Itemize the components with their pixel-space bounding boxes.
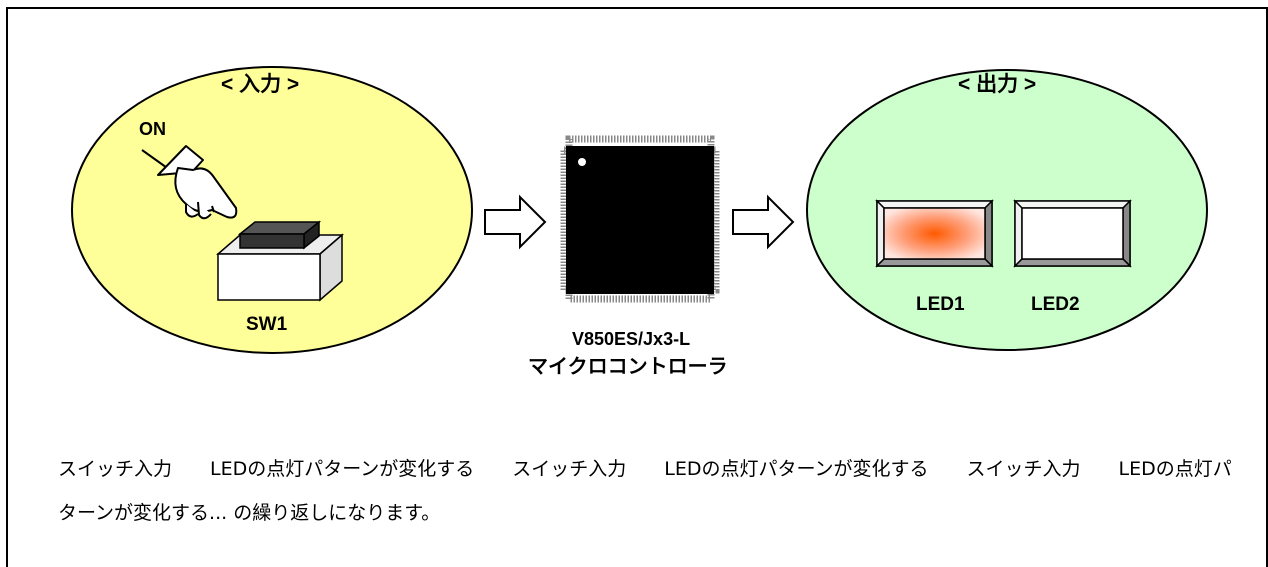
output-region [806,69,1208,351]
mcu-type: マイクロコントローラ [528,356,728,378]
led1-icon [875,199,994,268]
led2-icon [1013,199,1132,268]
on-label: ON [139,119,166,139]
led1-label: LED1 [916,294,965,315]
arrow-to-mcu [484,194,547,250]
figure-frame-right-edge [1266,7,1268,567]
pointing-hand-icon [141,145,238,220]
arrow-to-output [732,194,795,250]
description-text: スイッチ入力 LEDの点灯パターンが変化する スイッチ入力 LEDの点灯パターン… [58,458,1232,524]
switch-sw1-icon [215,220,345,302]
output-label: < 出力 > [958,73,1037,96]
switch-label: SW1 [246,314,288,335]
mcu-name: V850ES/Jx3-L [572,329,691,349]
microcontroller-chip [560,135,720,303]
input-region [71,66,473,354]
input-label: < 入力 > [221,73,300,96]
led2-label: LED2 [1031,294,1080,315]
